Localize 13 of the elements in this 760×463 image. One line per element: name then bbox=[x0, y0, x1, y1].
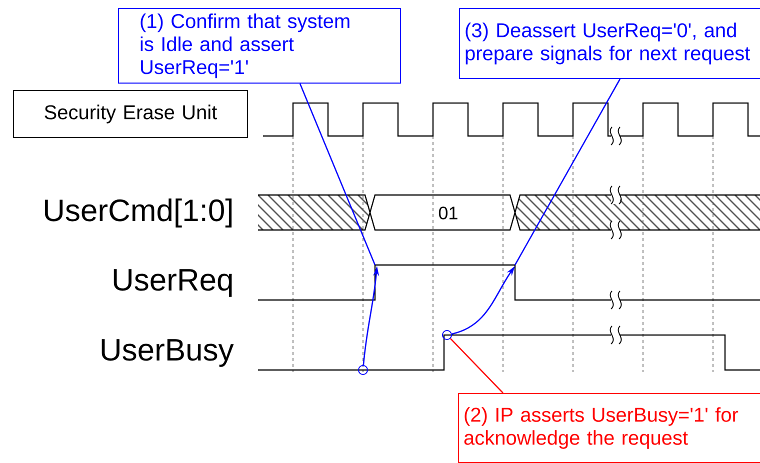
callout-box: (1) Confirm that system is Idle and assert UserReq='1' bbox=[118, 8, 401, 84]
callout-box: (3) Deassert UserReq='0', and prepare signals for next request bbox=[459, 8, 760, 79]
leader-line bbox=[450, 338, 504, 394]
callout-box: (2) IP asserts UserBusy='1' for acknowledge the request bbox=[458, 393, 760, 463]
signal-name: UserReq bbox=[114, 269, 232, 297]
leader-line bbox=[514, 78, 621, 266]
signal-name: UserCmd[1:0] bbox=[44, 198, 232, 228]
unit-box: Security Erase Unit bbox=[13, 90, 248, 138]
signal-name: UserBusy bbox=[102, 339, 234, 367]
marker-circle bbox=[442, 330, 452, 340]
leader-line bbox=[299, 83, 376, 266]
bus-value: 01 bbox=[438, 206, 458, 220]
marker-circle bbox=[358, 365, 368, 375]
